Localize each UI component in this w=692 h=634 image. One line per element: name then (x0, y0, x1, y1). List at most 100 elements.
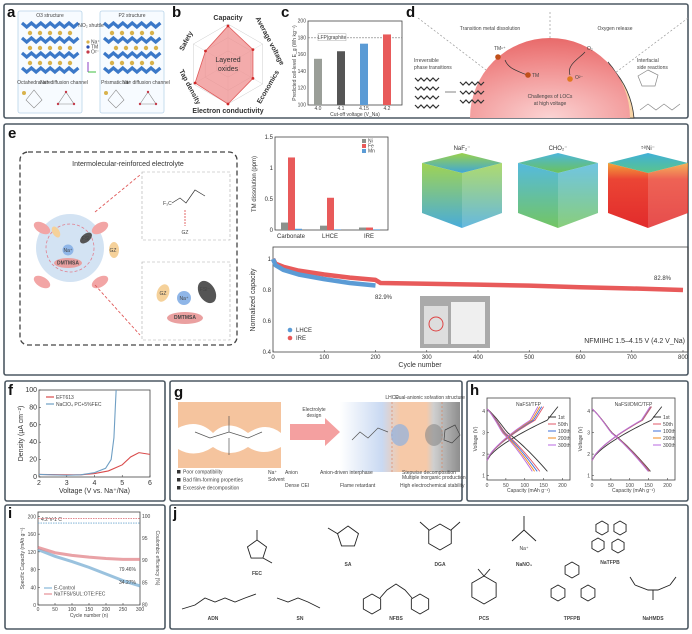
dmtmsa-ellipse (33, 221, 51, 235)
na-atom (109, 60, 115, 66)
molecule-name: PCS (479, 616, 490, 622)
discharge-curve-1st (486, 408, 548, 472)
cube-left (608, 163, 648, 228)
legend-label: 1st (558, 415, 565, 421)
tm-o-layer (102, 20, 162, 30)
na-atom (37, 45, 43, 51)
molecule-name: NaHMDS (642, 616, 664, 622)
design-arrow (290, 418, 340, 446)
cross-icon (177, 486, 181, 490)
y-tick-label: 180 (298, 35, 307, 41)
frame-panel-f (169, 380, 463, 502)
y-tick-label: 1.5 (265, 135, 274, 141)
y-tick-label: 3 (587, 431, 590, 437)
molecule-ring (637, 69, 659, 87)
x-axis-label: Cycle number (n) (70, 613, 109, 619)
panel-label-a: a (7, 4, 16, 21)
label-phase-transitions: Irreversible (414, 58, 439, 64)
legend-label: Stepwise decomposition (402, 470, 456, 476)
inner-shell (45, 223, 95, 273)
y-tick-label: 80 (30, 568, 36, 574)
y-tick-label: 0 (33, 474, 37, 481)
na-atom (22, 91, 26, 95)
x-tick-label: 3 (65, 480, 69, 487)
y-tick-label: 0.6 (263, 319, 272, 325)
x-axis-label: Capacity (mAh g⁻¹) (612, 488, 655, 494)
y-tick-label: 0 (33, 603, 36, 609)
legend-label: 50th (558, 422, 568, 428)
pouch-label (424, 306, 448, 344)
dga-ring (428, 523, 452, 551)
legend-label: 300th (663, 443, 676, 449)
box-title: Intermolecular-reinforced electrolyte (72, 161, 184, 168)
tpfpb-ring (580, 584, 596, 602)
molecule-name: SA (345, 562, 352, 568)
y2-tick-label: 80 (142, 603, 148, 609)
legend-label: NaClO₄ PC+5%FEC (56, 402, 102, 408)
legend-label: 100th (558, 429, 571, 435)
tm-o-layer (20, 50, 80, 60)
legend-label: Solvent (268, 477, 285, 483)
bar-Mn-LHCE (334, 229, 341, 230)
dashed-box (19, 151, 238, 346)
end-label-tfsi: 79.46% (119, 567, 137, 573)
dmtmsa-core (54, 258, 82, 268)
bar-Fe-IRE (366, 227, 373, 230)
radar-axis-label: Electron conductivity (192, 108, 263, 115)
tm-dot (525, 72, 531, 78)
end-label-control: 34.27% (119, 580, 137, 586)
issue-label: Bad film-forming properties (183, 478, 244, 484)
dga-carbonyl (450, 521, 461, 531)
cube-left (518, 163, 558, 228)
panel-label-b: b (172, 4, 181, 21)
legend-swatch (362, 139, 366, 143)
legend-marker (287, 327, 293, 333)
dmtmsa-ellipse (33, 275, 51, 289)
dmtmsa-label: DMTMSA (57, 261, 79, 267)
na-atom (67, 60, 73, 66)
bar-Ni-Carbonate (281, 222, 288, 230)
nahmds-core (634, 584, 671, 591)
arrow-label: design (307, 413, 322, 419)
sa-ring (337, 525, 359, 547)
o-ion-label: O²⁻ (575, 75, 584, 81)
y-tick-label: 1 (270, 166, 274, 172)
lhce-label: LHCE (385, 395, 399, 401)
na-atom (57, 60, 63, 66)
panel-label-g: g (174, 384, 183, 401)
y-tick-label: 1 (268, 257, 272, 263)
radar-center-label: Layered (215, 57, 240, 64)
o-path-arrow (568, 51, 586, 76)
layer-sketch (459, 90, 485, 95)
reference-label-box (317, 33, 347, 41)
na-atom (37, 60, 43, 66)
legend-label: EFT613 (56, 395, 74, 401)
dmtmsa-structure (171, 189, 206, 204)
bar-Mn-IRE (373, 229, 380, 230)
o2-label: O₂ (587, 46, 593, 52)
fsi-label: FSI⁻ (200, 287, 211, 293)
tm-o-layer (20, 35, 80, 45)
y-tick-label: 4 (482, 409, 485, 415)
y-tick-label: 0.4 (263, 350, 272, 356)
na-atom (27, 30, 33, 36)
legend-label: NaTFSI/SUL:OTE:FEC (54, 592, 106, 598)
cross-icon (177, 478, 181, 482)
frame-top-row (3, 3, 689, 119)
na-atom (149, 60, 155, 66)
bar-Fe-LHCE (327, 197, 334, 230)
y-tick-label: 0 (270, 228, 274, 234)
legend-label: Multiple inorganic production (402, 475, 466, 481)
legend-label: 50th (663, 422, 673, 428)
na-label: Na⁺ (63, 248, 72, 254)
site-label: Prismatic site (101, 80, 131, 86)
radar-axis-label: Economics (256, 69, 281, 105)
x-tick-label: 50 (52, 607, 58, 613)
x-tick-label: 250 (119, 607, 128, 613)
shuttle-label: NO₂ shuttle (78, 23, 104, 29)
na-atom (139, 60, 145, 66)
